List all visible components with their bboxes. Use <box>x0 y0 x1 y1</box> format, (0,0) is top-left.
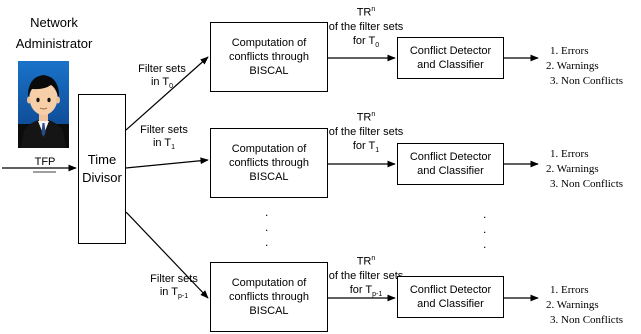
output-warnings: 2. Warnings <box>546 60 599 72</box>
output-errors: 1. Errors <box>550 284 589 296</box>
output-errors: 1. Errors <box>550 148 589 160</box>
admin-title-line2: Administrator <box>15 36 93 51</box>
computation-box-0: Computation of conflicts through BISCAL <box>210 22 328 92</box>
tr-label-1: TRn of the filter sets for T1 <box>326 108 406 158</box>
filter-sets-line1: Filter sets <box>150 273 198 285</box>
computation-box-1: Computation of conflicts through BISCAL <box>210 128 328 198</box>
conflict-detector-box-0: Conflict Detector and Classifier <box>397 37 504 79</box>
detector-line2: and Classifier <box>417 165 484 177</box>
output-list-0: 1. Errors 2. Warnings 3. Non Conflicts <box>544 44 623 89</box>
admin-title-line1: Network <box>30 15 78 30</box>
detector-line2: and Classifier <box>417 59 484 71</box>
output-warnings: 2. Warnings <box>546 163 599 175</box>
output-errors: 1. Errors <box>550 45 589 57</box>
computation-line1: Computation of <box>231 143 307 155</box>
computation-line2: conflicts through <box>228 291 310 303</box>
computation-line1: Computation of <box>231 277 307 289</box>
tr-line3: for T1 <box>352 139 380 154</box>
arrow-divisor-to-compute-0 <box>125 56 209 131</box>
conflict-detector-box-1: Conflict Detector and Classifier <box>397 143 504 185</box>
ellipsis-compute: ... <box>265 205 269 249</box>
filter-sets-label-0: Filter sets in T0 <box>124 63 200 93</box>
computation-box-2: Computation of conflicts through BISCAL <box>210 262 328 332</box>
output-non-conflicts: 3. Non Conflicts <box>550 314 624 326</box>
tr-line2: of the filter sets <box>328 269 404 282</box>
output-non-conflicts: 3. Non Conflicts <box>550 178 624 190</box>
tr-label-0: TRn of the filter sets for T0 <box>326 3 406 53</box>
ellipsis-detector: ... <box>483 207 487 251</box>
computation-line1: Computation of <box>231 37 307 49</box>
tr-line1: TRn <box>356 111 376 124</box>
time-divisor-line2: Divisor <box>82 170 122 185</box>
filter-sets-label-1: Filter sets in T1 <box>126 124 202 154</box>
arrow-divisor-to-compute-2 <box>125 211 209 299</box>
detector-line1: Conflict Detector <box>409 151 492 163</box>
detector-line1: Conflict Detector <box>409 45 492 57</box>
time-divisor-box: Time Divisor <box>78 94 126 244</box>
administrator-avatar-icon <box>18 61 69 148</box>
tr-line3: for Tp-1 <box>349 283 383 298</box>
filter-sets-line1: Filter sets <box>138 63 186 75</box>
computation-line3: BISCAL <box>249 171 289 183</box>
tr-line2: of the filter sets <box>328 20 404 33</box>
tr-label-2: TRn of the filter sets for Tp-1 <box>326 252 406 302</box>
arrow-divisor-to-compute-1 <box>125 157 209 169</box>
filter-sets-line2: in Tp-1 <box>159 286 189 301</box>
tr-line1: TRn <box>356 6 376 19</box>
computation-line2: conflicts through <box>228 157 310 169</box>
conflict-detector-box-2: Conflict Detector and Classifier <box>397 276 504 318</box>
tr-line1: TRn <box>356 255 376 268</box>
tfp-label: TFP <box>34 156 56 168</box>
filter-sets-label-2: Filter sets in Tp-1 <box>136 273 212 303</box>
computation-line3: BISCAL <box>249 65 289 77</box>
time-divisor-line1: Time <box>87 152 117 167</box>
admin-title: Network Administrator <box>0 12 108 54</box>
filter-sets-line2: in T0 <box>150 76 174 91</box>
output-non-conflicts: 3. Non Conflicts <box>550 75 624 87</box>
detector-line1: Conflict Detector <box>409 284 492 296</box>
filter-sets-line1: Filter sets <box>140 124 188 136</box>
detector-line2: and Classifier <box>417 298 484 310</box>
tr-line3: for T0 <box>352 34 380 49</box>
computation-line2: conflicts through <box>228 51 310 63</box>
filter-sets-line2: in T1 <box>152 137 176 152</box>
tr-line2: of the filter sets <box>328 125 404 138</box>
output-warnings: 2. Warnings <box>546 299 599 311</box>
computation-line3: BISCAL <box>249 305 289 317</box>
output-list-2: 1. Errors 2. Warnings 3. Non Conflicts <box>544 283 623 328</box>
output-list-1: 1. Errors 2. Warnings 3. Non Conflicts <box>544 147 623 192</box>
